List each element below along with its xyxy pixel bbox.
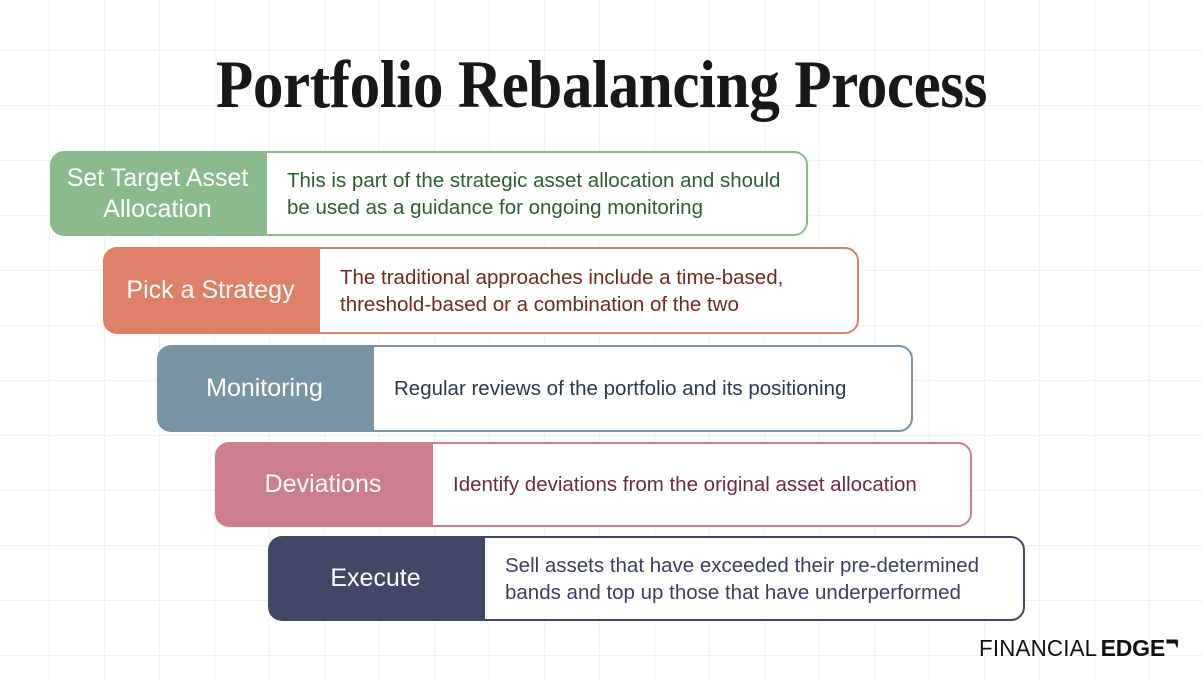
- step-description-line1: This is part of the strategic asset allo…: [287, 168, 781, 192]
- step-label-execute: Execute: [268, 536, 483, 621]
- step-label-pick-a-strategy: Pick a Strategy: [103, 247, 318, 334]
- step-description-pick-a-strategy: The traditional approaches include a tim…: [318, 247, 859, 334]
- step-label-line1: Set Target: [66, 163, 181, 192]
- step-label-line2: Strategy: [201, 276, 295, 304]
- step-description-line2: threshold-based or a combination of the …: [340, 292, 739, 316]
- step-label-set-target-asset-allocation: Set Target Asset Allocation: [50, 151, 265, 236]
- step-label-line1: Execute: [330, 564, 421, 592]
- step-description-line2: be used as a guidance for ongoing monito…: [287, 195, 703, 219]
- step-row-deviations: Deviations Identify deviations from the …: [215, 442, 972, 527]
- step-description-line1: The traditional approaches include a tim…: [340, 265, 784, 289]
- step-description-line2: bands and top up those that have underpe…: [505, 580, 961, 604]
- step-description-line1: Sell assets that have exceeded their pre…: [505, 553, 980, 577]
- page-title: Portfolio Rebalancing Process: [215, 46, 988, 122]
- step-row-monitoring: Monitoring Regular reviews of the portfo…: [157, 345, 913, 432]
- step-description-set-target-asset-allocation: This is part of the strategic asset allo…: [265, 151, 808, 236]
- step-description-line1: Identify deviations from the original as…: [453, 473, 917, 496]
- step-description-execute: Sell assets that have exceeded their pre…: [483, 536, 1025, 621]
- step-label-line1: Deviations: [264, 470, 382, 498]
- corner-flag-icon: [1166, 637, 1179, 660]
- step-description-line1: Regular reviews of the portfolio and its…: [394, 377, 847, 400]
- step-label-deviations: Deviations: [215, 442, 431, 527]
- step-label-line2: Asset Allocation: [103, 163, 249, 223]
- logo-light-text: FINANCIAL: [978, 635, 1097, 661]
- step-label-line1: Monitoring: [206, 374, 323, 402]
- step-row-pick-a-strategy: Pick a Strategy The traditional approach…: [103, 247, 859, 334]
- step-label-monitoring: Monitoring: [157, 345, 372, 432]
- step-description-deviations: Identify deviations from the original as…: [431, 442, 972, 527]
- step-row-set-target-asset-allocation: Set Target Asset Allocation This is part…: [50, 151, 808, 236]
- logo-bold-text: EDGE: [1100, 635, 1166, 661]
- step-label-line1: Pick a: [126, 276, 195, 304]
- step-description-monitoring: Regular reviews of the portfolio and its…: [372, 345, 913, 432]
- step-row-execute: Execute Sell assets that have exceeded t…: [268, 536, 1025, 621]
